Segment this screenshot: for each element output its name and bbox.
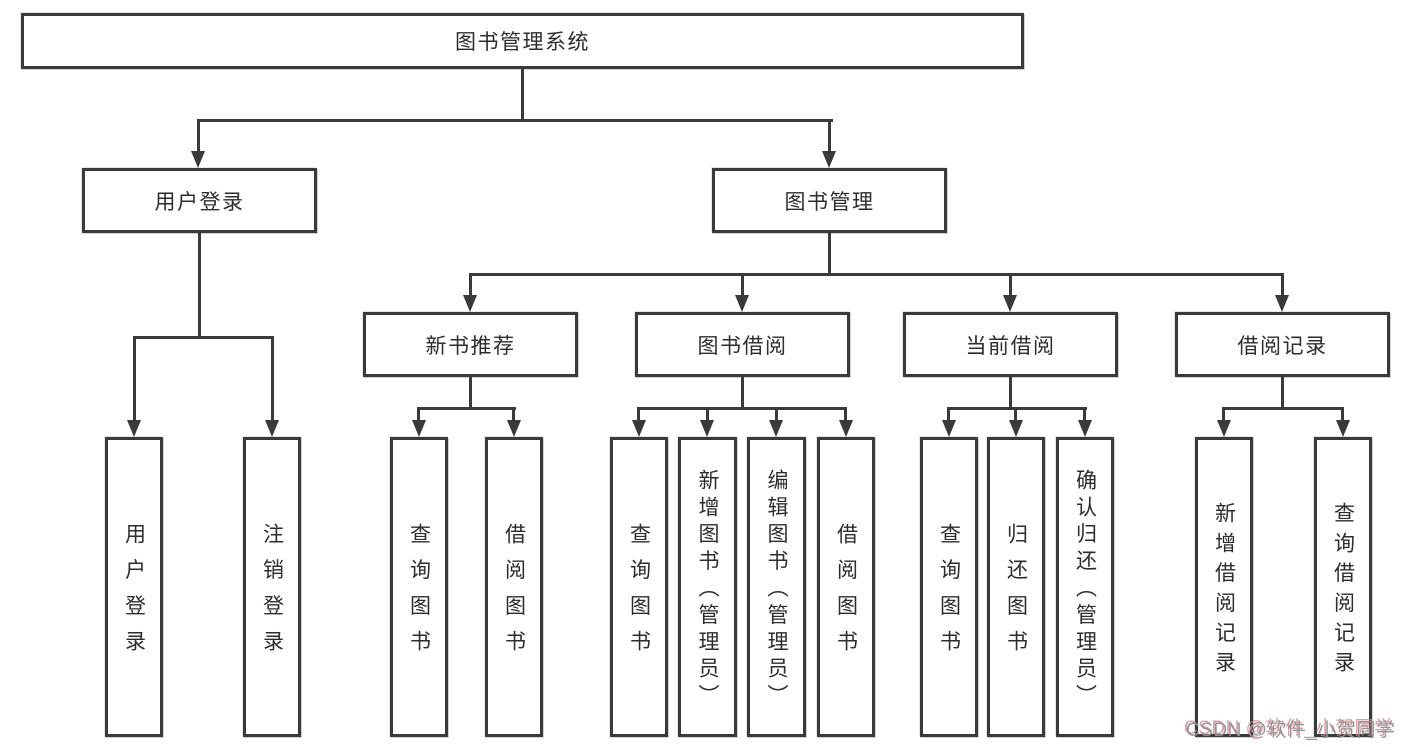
arrow-down-icon (507, 420, 521, 437)
connector-bookmgmt-drop2 (741, 273, 744, 297)
leaf-label: 新增图书（管理员） (696, 468, 719, 711)
connector-borrow-drop2 (706, 407, 709, 422)
connector-borrow-hline (637, 407, 847, 410)
connector-current-drop3 (1083, 407, 1086, 422)
connector-records-stub (1281, 377, 1284, 407)
node-current-borrowing: 当前借阅 (903, 312, 1118, 377)
connector-root-stub (521, 69, 524, 119)
leaf-add-books-admin: 新增图书（管理员） (678, 437, 737, 737)
connector-borrow-drop1 (637, 407, 640, 422)
connector-current-drop1 (947, 407, 950, 422)
node-new-book-recommendation: 新书推荐 (363, 312, 578, 377)
connector-userlogin-drop1 (133, 336, 136, 420)
connector-current-drop2 (1014, 407, 1017, 422)
connector-bookmgmt-stub (828, 233, 831, 273)
connector-bookmgmt-drop1 (469, 273, 472, 297)
arrow-down-icon (769, 420, 783, 437)
leaf-label: 查询图书 (937, 522, 961, 666)
node-book-management: 图书管理 (712, 168, 947, 233)
leaf-label: 注销登录 (260, 522, 284, 666)
connector-borrow-stub (741, 377, 744, 407)
connector-userlogin-drop2 (271, 336, 274, 420)
node-user-login: 用户登录 (82, 168, 317, 233)
leaf-query-books-borrow: 查询图书 (610, 437, 668, 737)
connector-borrow-drop4 (844, 407, 847, 422)
connector-userlogin-stub (198, 233, 201, 336)
connector-current-stub (1009, 377, 1012, 407)
arrow-down-icon (632, 420, 646, 437)
leaf-label: 归还图书 (1004, 522, 1028, 666)
leaf-label: 借阅图书 (834, 522, 858, 666)
arrow-down-icon (942, 420, 956, 437)
arrow-down-icon (1275, 295, 1289, 312)
connector-newbook-stub (469, 377, 472, 407)
leaf-label: 编辑图书（管理员） (765, 468, 788, 711)
leaf-label: 用户登录 (122, 522, 146, 666)
connector-borrow-drop3 (775, 407, 778, 422)
arrow-down-icon (1009, 420, 1023, 437)
leaf-label: 借阅图书 (502, 522, 526, 666)
connector-current-hline (947, 407, 1087, 410)
leaf-user-login: 用户登录 (105, 437, 163, 737)
leaf-edit-books-admin: 编辑图书（管理员） (747, 437, 806, 737)
leaf-query-books-current: 查询图书 (920, 437, 978, 737)
leaf-add-borrow-record: 新增借阅记录 (1195, 437, 1253, 737)
connector-bookmgmt-drop3 (1009, 273, 1012, 297)
connector-newbook-hline (417, 407, 516, 410)
leaf-borrow-books-borrow: 借阅图书 (817, 437, 875, 737)
arrow-down-icon (265, 420, 279, 437)
arrow-down-icon (1217, 420, 1231, 437)
arrow-down-icon (1078, 420, 1092, 437)
leaf-borrow-books-newbook: 借阅图书 (485, 437, 543, 737)
leaf-label: 查询借阅记录 (1331, 501, 1355, 681)
arrow-down-icon (412, 420, 426, 437)
arrow-down-icon (1336, 420, 1350, 437)
leaf-confirm-return-admin: 确认归还（管理员） (1056, 437, 1114, 737)
connector-root-drop-right (828, 119, 831, 153)
arrow-down-icon (1003, 295, 1017, 312)
node-book-borrowing: 图书借阅 (635, 312, 850, 377)
arrow-down-icon (191, 151, 205, 168)
leaf-label: 确认归还（管理员） (1073, 468, 1097, 711)
connector-bookmgmt-hline (469, 273, 1283, 276)
leaf-label: 查询图书 (407, 522, 431, 666)
leaf-label: 查询图书 (627, 522, 651, 666)
arrow-down-icon (839, 420, 853, 437)
connector-root-drop-left (197, 119, 200, 153)
leaf-query-borrow-record: 查询借阅记录 (1314, 437, 1372, 737)
connector-records-hline (1222, 407, 1344, 410)
arrow-down-icon (822, 151, 836, 168)
connector-newbook-drop1 (417, 407, 420, 422)
arrow-down-icon (127, 420, 141, 437)
leaf-label: 新增借阅记录 (1212, 501, 1236, 681)
node-library-management-system: 图书管理系统 (21, 13, 1024, 69)
connector-root-hline (197, 119, 833, 122)
node-borrowing-records: 借阅记录 (1175, 312, 1390, 377)
connector-records-drop2 (1341, 407, 1344, 422)
connector-records-drop1 (1222, 407, 1225, 422)
arrow-down-icon (735, 295, 749, 312)
connector-bookmgmt-drop4 (1281, 273, 1284, 297)
arrow-down-icon (463, 295, 477, 312)
csdn-watermark: CSDN @软件_小贺同学 (1186, 720, 1396, 741)
leaf-return-books: 归还图书 (987, 437, 1045, 737)
leaf-query-books-newbook: 查询图书 (390, 437, 448, 737)
connector-newbook-drop2 (512, 407, 515, 422)
connector-userlogin-hline (133, 336, 274, 339)
arrow-down-icon (700, 420, 714, 437)
leaf-logout-login: 注销登录 (243, 437, 301, 737)
